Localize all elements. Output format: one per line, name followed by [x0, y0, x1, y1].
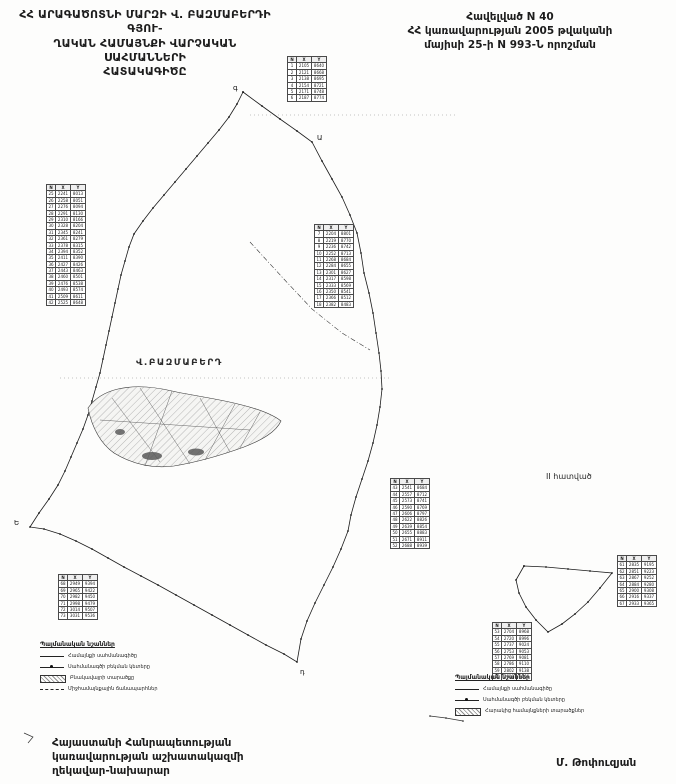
- legend-item: Համայնքի սահմանագիծը: [455, 683, 605, 694]
- title-line-1: ՀՀ ԱՐԱԳԱԾՈՏՆԻ ՄԱՐԶԻ Վ. ԲԱԶՄԱԲԵՐԴԻ ԳՅՈՒ-: [19, 8, 271, 36]
- boundary-line-symbol: [455, 685, 479, 693]
- legend-main: Պայմանական նշաններ Համայնքի սահմանագիծը …: [40, 641, 190, 694]
- legend-item: Սահմանագծի բեկման կետերը: [40, 661, 190, 672]
- community-label: Վ.ԲԱԶՄԱԲԵՐԴ: [136, 358, 223, 368]
- annex-line-2: ՀՀ կառավարության 2005 թվականի: [407, 25, 613, 38]
- section-two-outline: [515, 565, 613, 633]
- settlement-built-patches: [115, 429, 204, 460]
- footer-line-2: կառավարության աշխատակազմի: [52, 751, 244, 764]
- point-label-top: գ: [233, 84, 238, 92]
- internal-boundary-dashed: [249, 241, 371, 351]
- community-boundary-outline: [29, 91, 383, 663]
- boundary-line-symbol: [40, 652, 64, 660]
- point-label-left: Ե: [14, 519, 19, 527]
- legend-main-title: Պայմանական նշաններ: [40, 641, 115, 648]
- annex-line-1: Հավելված N 40: [466, 11, 554, 23]
- legend-secondary: Պայմանական նշաններ Համայնքի սահմանագիծը …: [455, 674, 605, 716]
- legend-item: Միջհամայնքային ճանապարհներ: [40, 683, 190, 694]
- legend-item-label: Միջհամայնքային ճանապարհներ: [68, 685, 158, 692]
- road-line-symbol: [40, 685, 64, 693]
- adjacent-area-symbol: [455, 707, 481, 716]
- legend-secondary-title: Պայմանական նշաններ: [455, 674, 530, 681]
- title-line-2: ՂԱԿԱՆ ՀԱՄԱՅՆՔԻ ՎԱՐՉԱԿԱՆ ՍԱՀՄԱՆՆԵՐԻ: [53, 36, 237, 64]
- legend-item-label: Համայնքի սահմանագիծը: [483, 685, 552, 692]
- scale-mark: [23, 732, 34, 744]
- legend-item-label: Հարակից համայնքների տարածքներ: [485, 707, 585, 714]
- legend-item-label: Սահմանագծի բեկման կետերը: [483, 696, 565, 703]
- settlement-area-symbol: [40, 674, 66, 683]
- tick-mark: [429, 715, 464, 722]
- document-title: ՀՀ ԱՐԱԳԱԾՈՏՆԻ ՄԱՐԶԻ Վ. ԲԱԶՄԱԲԵՐԴԻ ԳՅՈՒ- …: [14, 8, 276, 79]
- legend-item: Սահմանագծի բեկման կետերը: [455, 694, 605, 705]
- turn-point-symbol: [455, 696, 479, 704]
- legend-item-label: Սահմանագծի բեկման կետերը: [68, 663, 150, 670]
- title-line-3: ՀԱՏԱԿԱԳԻԾԸ: [103, 65, 187, 79]
- signature-name: Մ. Թոփուզյան: [556, 757, 637, 769]
- point-label-top-right: Ա: [317, 134, 322, 142]
- annex-line-3: մայիսի 25-ի N 993-Ն որոշման: [424, 39, 596, 52]
- point-label-bottom: դ: [300, 668, 305, 676]
- footer-office-text: Հայաստանի Հանրապետության կառավարության ա…: [52, 736, 244, 779]
- footer-line-3: ղեկավար-նախարար: [52, 765, 170, 778]
- section-label: II հատված: [546, 472, 592, 481]
- legend-item: Համայնքի սահմանագիծը: [40, 650, 190, 661]
- legend-item-label: Բնակավայրի տարածքը: [70, 674, 135, 681]
- legend-item: Հարակից համայնքների տարածքներ: [455, 705, 605, 716]
- turn-point-symbol: [40, 663, 64, 671]
- footer-line-1: Հայաստանի Հանրապետության: [52, 737, 232, 749]
- settlement-parcel-lines: [99, 387, 261, 467]
- legend-item: Բնակավայրի տարածքը: [40, 672, 190, 683]
- legend-item-label: Համայնքի սահմանագիծը: [68, 652, 137, 659]
- annex-reference: Հավելված N 40 ՀՀ կառավարության 2005 թվակ…: [372, 10, 648, 53]
- settlement-area: [87, 386, 282, 468]
